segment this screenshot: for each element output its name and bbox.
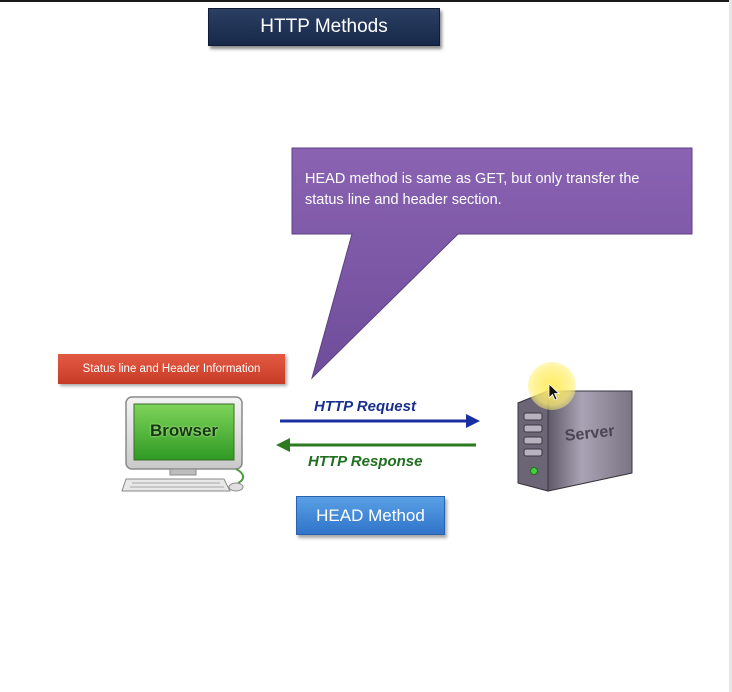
slide-title: HTTP Methods: [208, 8, 440, 46]
browser-computer: Browser: [120, 393, 246, 495]
browser-label: Browser: [149, 421, 219, 440]
mouse-cursor-icon: [548, 383, 561, 401]
response-arrowhead: [276, 438, 290, 452]
arrows: [276, 414, 480, 452]
slide-title-text: HTTP Methods: [260, 16, 388, 37]
http-request-label: HTTP Request: [314, 398, 416, 415]
top-border: [0, 0, 732, 2]
request-arrowhead: [466, 414, 480, 428]
right-border: [729, 0, 732, 692]
server-icon: [517, 390, 633, 492]
head-method-label: HEAD Method: [296, 496, 445, 535]
status-label: Status line and Header Information: [58, 354, 285, 384]
server-machine: Server: [512, 385, 638, 495]
cursor-highlight: [528, 362, 576, 410]
head-method-text: HEAD Method: [316, 505, 425, 525]
computer-icon: [121, 396, 244, 492]
status-label-text: Status line and Header Information: [82, 363, 261, 375]
http-response-label: HTTP Response: [308, 453, 423, 470]
callout-text: HEAD method is same as GET, but only tra…: [305, 171, 640, 208]
